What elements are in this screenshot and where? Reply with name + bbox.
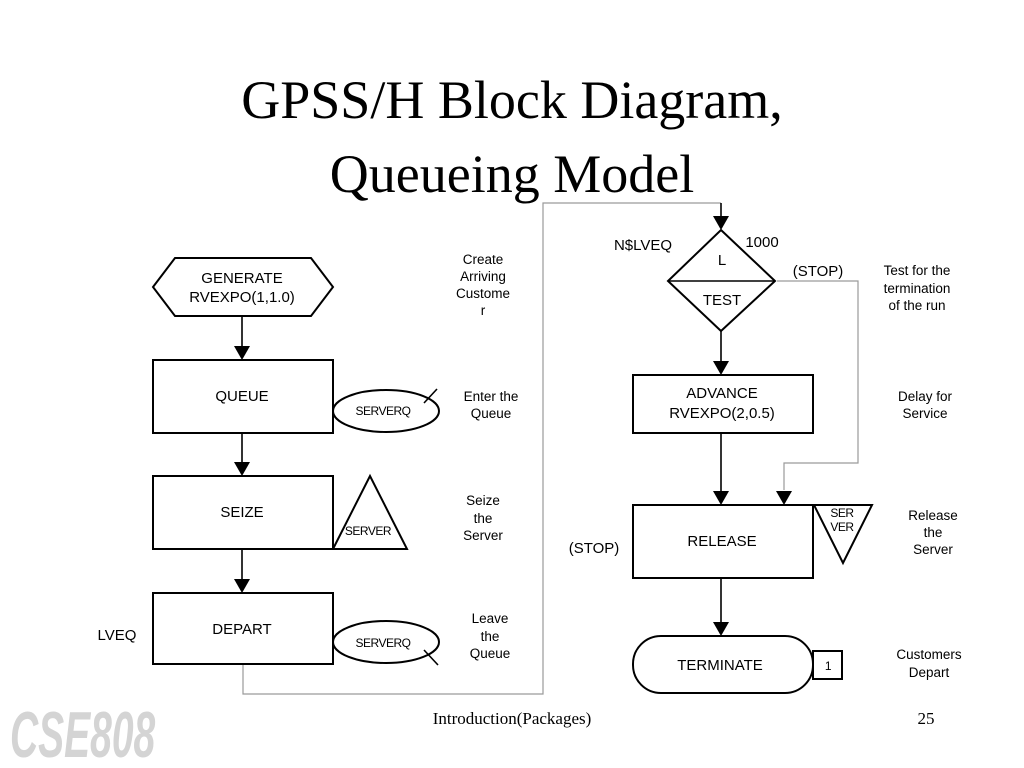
- svg-text:Leave: Leave: [472, 611, 509, 626]
- connector-depart-to-test: [242, 202, 721, 695]
- generate-operand: RVEXPO(1,1.0): [189, 289, 295, 306]
- advance-label: ADVANCE: [686, 385, 757, 402]
- svg-text:Arriving: Arriving: [460, 269, 506, 284]
- svg-text:Service: Service: [902, 406, 947, 421]
- arrow-down-icon: [234, 579, 250, 593]
- arrow-down-icon: [776, 491, 792, 505]
- queue-tick-mark: [423, 388, 438, 404]
- release-operand-line-2: VER: [830, 520, 854, 534]
- terminate-label: TERMINATE: [677, 657, 763, 674]
- svg-text:Delay for: Delay for: [898, 389, 953, 404]
- svg-text:of the run: of the run: [888, 298, 945, 313]
- svg-text:Depart: Depart: [909, 665, 950, 680]
- arrow-down-icon: [234, 346, 250, 360]
- arrow-down-icon: [713, 216, 729, 230]
- seize-block: SEIZE SERVER: [152, 473, 409, 550]
- note-queue: Enter the Queue: [464, 389, 519, 421]
- seize-operand: SERVER: [345, 524, 392, 538]
- advance-block: ADVANCE RVEXPO(2,0.5): [632, 374, 814, 434]
- test-condition: L: [718, 252, 726, 269]
- svg-text:Custome: Custome: [456, 286, 510, 301]
- svg-text:r: r: [481, 303, 486, 318]
- advance-operand: RVEXPO(2,0.5): [669, 405, 775, 422]
- queue-operand: SERVERQ: [356, 404, 411, 418]
- test-block: L TEST N$LVEQ 1000 (STOP): [614, 228, 844, 333]
- terminate-block: TERMINATE 1: [632, 635, 843, 694]
- connector-test-stop-to-release: [777, 280, 859, 490]
- test-exit-label: (STOP): [793, 263, 844, 280]
- note-release: Release the Server: [908, 508, 958, 557]
- release-location-label: (STOP): [569, 540, 620, 557]
- arrow-down-icon: [713, 622, 729, 636]
- test-operand-a: N$LVEQ: [614, 237, 672, 254]
- svg-text:the: the: [924, 525, 943, 540]
- footer-text: Introduction(Packages): [433, 709, 592, 728]
- svg-text:termination: termination: [884, 281, 951, 296]
- seize-label: SEIZE: [220, 504, 263, 521]
- depart-operand: SERVERQ: [356, 636, 411, 650]
- depart-location-label: LVEQ: [98, 627, 137, 644]
- svg-text:Create: Create: [463, 252, 504, 267]
- svg-text:Enter the: Enter the: [464, 389, 519, 404]
- depart-block: DEPART LVEQ SERVERQ: [98, 592, 440, 666]
- note-seize: Seize the Server: [463, 493, 503, 543]
- title-line-1: GPSS/H Block Diagram,: [241, 70, 783, 130]
- terminate-count: 1: [825, 659, 832, 673]
- test-label: TEST: [703, 292, 741, 309]
- queue-block: QUEUE SERVERQ: [152, 359, 440, 434]
- arrow-down-icon: [713, 361, 729, 375]
- svg-text:Server: Server: [463, 528, 503, 543]
- svg-text:the: the: [481, 629, 500, 644]
- test-operand-b: 1000: [745, 234, 778, 251]
- note-test: Test for the termination of the run: [884, 263, 951, 313]
- depart-label: DEPART: [212, 621, 271, 638]
- note-terminate: Customers Depart: [896, 647, 962, 680]
- queue-label: QUEUE: [215, 388, 268, 405]
- title-line-2: Queueing Model: [330, 144, 694, 204]
- note-advance: Delay for Service: [898, 389, 953, 421]
- arrow-down-icon: [713, 491, 729, 505]
- release-label: RELEASE: [687, 533, 756, 550]
- note-generate: Create Arriving Custome r: [456, 252, 510, 318]
- svg-text:Release: Release: [908, 508, 958, 523]
- depart-tick-mark: [423, 649, 439, 666]
- generate-label: GENERATE: [201, 270, 282, 287]
- svg-text:Queue: Queue: [471, 406, 512, 421]
- svg-text:Server: Server: [913, 542, 953, 557]
- svg-text:Seize: Seize: [466, 493, 500, 508]
- arrow-down-icon: [234, 462, 250, 476]
- svg-text:the: the: [474, 511, 493, 526]
- svg-text:Customers: Customers: [896, 647, 962, 662]
- course-logo: CSE808: [10, 699, 155, 768]
- svg-text:Test for the: Test for the: [884, 263, 951, 278]
- svg-text:Queue: Queue: [470, 646, 511, 661]
- release-operand-line-1: SER: [830, 506, 854, 520]
- release-block: RELEASE (STOP) SER VER: [569, 504, 874, 579]
- generate-block: GENERATE RVEXPO(1,1.0): [151, 257, 335, 317]
- note-depart: Leave the Queue: [470, 611, 511, 661]
- page-number: 25: [918, 709, 935, 728]
